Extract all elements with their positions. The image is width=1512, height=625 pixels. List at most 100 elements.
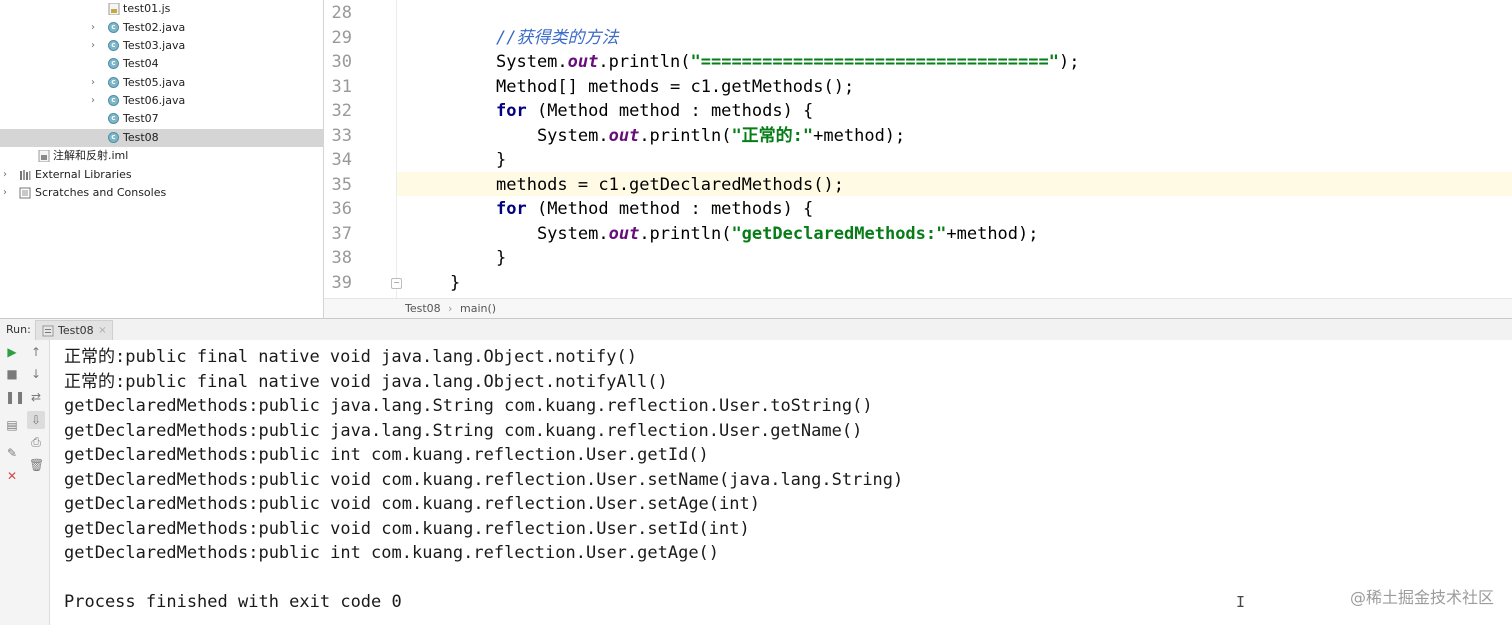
java-class-icon: c [108, 22, 120, 34]
pause-icon[interactable]: ❚❚ [5, 390, 26, 404]
project-tree: test01.js › c Test02.java › c Test03.jav… [0, 0, 324, 318]
breadcrumb-class[interactable]: Test08 [405, 302, 441, 315]
code-field: out [608, 224, 640, 244]
line-number: 34 [331, 150, 352, 170]
java-class-icon: c [108, 40, 120, 52]
fold-marker-icon[interactable]: − [391, 278, 402, 289]
console-line: getDeclaredMethods:public java.lang.Stri… [64, 421, 863, 441]
code-token: .println( [598, 52, 691, 72]
code-token: System. [496, 224, 609, 244]
arrow-up-icon[interactable]: ↑ [30, 345, 42, 359]
code-keyword: for [496, 101, 527, 121]
tree-item-label: Test02.java [123, 21, 186, 34]
line-number: 33 [331, 126, 352, 146]
close-icon[interactable]: × [98, 325, 107, 336]
chevron-right-icon[interactable]: › [91, 22, 95, 33]
scroll-to-end-icon[interactable]: ⇩ [27, 411, 45, 429]
code-token: } [450, 273, 461, 293]
code-string: "==================================" [690, 52, 1059, 72]
console-line: getDeclaredMethods:public void com.kuang… [64, 519, 750, 539]
watermark: @稀土掘金技术社区 [1349, 588, 1494, 607]
editor-gutter: 28 29 30 31 32 33 34 35 36 37 38 39 − [324, 0, 402, 298]
chevron-right-icon[interactable]: › [3, 187, 7, 198]
chevron-right-icon[interactable]: › [91, 95, 95, 106]
console-line: getDeclaredMethods:public void com.kuang… [64, 494, 760, 514]
tree-item-test04[interactable]: c Test04 [0, 55, 323, 73]
run-label: Run: [6, 323, 31, 336]
code-token: Method[] methods = c1.getMethods(); [496, 77, 855, 97]
tree-item-test01-js[interactable]: test01.js [0, 0, 323, 18]
console-exit-line: Process finished with exit code 0 [64, 592, 402, 612]
js-file-icon [108, 2, 120, 16]
run-tab-label: Test08 [58, 324, 94, 337]
chevron-right-icon[interactable]: › [91, 77, 95, 88]
breadcrumb-method[interactable]: main() [460, 302, 497, 315]
tab-run-test08[interactable]: Test08 × [35, 320, 113, 340]
play-icon[interactable]: ▶ [7, 345, 17, 359]
code-token: methods = c1.getDeclaredMethods(); [496, 175, 844, 195]
pin-icon[interactable]: ✎ [6, 446, 18, 460]
tree-item-label: Test05.java [123, 76, 186, 89]
tree-item-test03[interactable]: › c Test03.java [0, 37, 323, 55]
tree-item-test06[interactable]: › c Test06.java [0, 92, 323, 110]
java-class-icon: c [108, 113, 120, 125]
arrow-down-icon[interactable]: ↓ [30, 367, 42, 381]
print-icon[interactable]: ⎙ [31, 435, 41, 449]
console-line: getDeclaredMethods:public int com.kuang.… [64, 445, 709, 465]
trash-icon[interactable]: 🗑 [29, 458, 45, 472]
java-class-icon: c [108, 132, 120, 144]
code-token: ); [1058, 52, 1080, 72]
line-number: 36 [331, 199, 352, 219]
code-token: System. [496, 52, 568, 72]
module-file-icon [38, 149, 50, 163]
code-field: out [608, 126, 640, 146]
stop-icon[interactable]: ■ [6, 367, 18, 381]
tree-item-label: test01.js [123, 2, 171, 15]
line-number: 28 [331, 3, 352, 23]
tree-item-test07[interactable]: c Test07 [0, 110, 323, 128]
chevron-right-icon[interactable]: › [91, 40, 95, 51]
line-number: 38 [331, 248, 352, 268]
library-icon [19, 169, 31, 181]
layout-icon[interactable]: ▤ [6, 418, 18, 432]
code-token: System. [496, 126, 609, 146]
code-line-38: } [324, 246, 1512, 270]
close-icon[interactable]: ✕ [6, 469, 18, 483]
tree-item-scratches[interactable]: › Scratches and Consoles [0, 184, 323, 202]
code-editor[interactable]: 28 29 30 31 32 33 34 35 36 37 38 39 − //… [324, 0, 1512, 298]
code-line-37: System.out.println("getDeclaredMethods:"… [324, 222, 1512, 246]
tree-item-test02[interactable]: › c Test02.java [0, 19, 323, 37]
line-number: 29 [331, 28, 352, 48]
tree-item-iml[interactable]: 注解和反射.iml [0, 147, 323, 165]
chevron-right-icon[interactable]: › [3, 169, 7, 180]
text-cursor-icon: I [1236, 593, 1246, 611]
breadcrumb: Test08 › main() [324, 298, 1512, 319]
soft-wrap-icon[interactable]: ⇄ [30, 390, 42, 404]
code-comment: //获得类的方法 [496, 28, 619, 48]
tree-item-label: 注解和反射.iml [53, 149, 129, 162]
breadcrumb-separator-icon: › [448, 302, 453, 315]
tree-item-test08[interactable]: c Test08 [0, 129, 323, 147]
code-token: +method); [813, 126, 906, 146]
code-keyword: for [496, 199, 527, 219]
code-line-36: for (Method method : methods) { [324, 197, 1512, 221]
line-number: 32 [331, 101, 352, 121]
tree-item-label: Test07 [123, 112, 159, 125]
console-output[interactable]: 正常的:public final native void java.lang.O… [50, 340, 1512, 625]
tree-item-test05[interactable]: › c Test05.java [0, 74, 323, 92]
line-number: 35 [331, 175, 352, 195]
code-token: .println( [639, 126, 732, 146]
run-toolbar: ▶ ■ ❚❚ ▤ ✎ ✕ ↑ ↓ ⇄ ⇩ ⎙ 🗑 [0, 340, 50, 625]
tree-item-label: Test06.java [123, 94, 186, 107]
code-string: "getDeclaredMethods:" [731, 224, 947, 244]
console-line: getDeclaredMethods:public void com.kuang… [64, 470, 904, 490]
scratches-icon [19, 187, 31, 199]
tree-item-label: Scratches and Consoles [35, 186, 167, 199]
run-config-icon [42, 324, 54, 337]
code-line-31: Method[] methods = c1.getMethods(); [324, 75, 1512, 99]
tree-item-external-libraries[interactable]: › External Libraries [0, 166, 323, 184]
code-token: } [496, 248, 507, 268]
console-line: 正常的:public final native void java.lang.O… [64, 347, 637, 367]
code-line-32: for (Method method : methods) { [324, 99, 1512, 123]
console-line: getDeclaredMethods:public int com.kuang.… [64, 543, 720, 563]
